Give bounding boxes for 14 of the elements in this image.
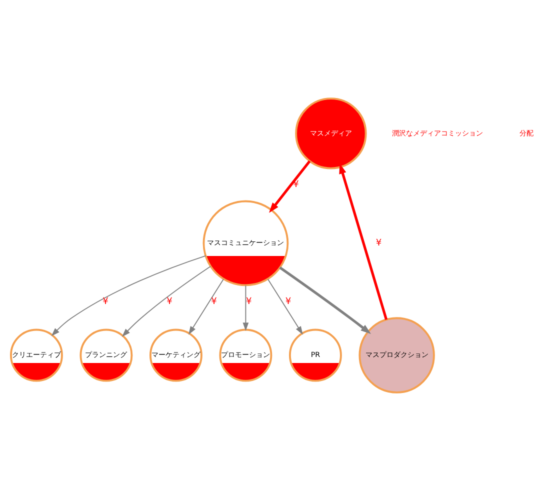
arrow — [51, 254, 206, 336]
arrow — [122, 265, 212, 336]
arrow — [242, 284, 249, 331]
edge-label: ¥ — [211, 296, 217, 307]
arrow — [269, 160, 311, 212]
edge-label: ¥ — [376, 238, 382, 248]
arrow — [339, 162, 388, 320]
arrow — [188, 278, 224, 334]
edge-label: ¥ — [102, 296, 108, 307]
edge-label: ¥ — [246, 296, 252, 307]
arrow — [267, 278, 303, 334]
edge-label: ¥ — [166, 296, 172, 307]
edge-label: ¥ — [285, 296, 292, 307]
arrow — [279, 266, 372, 334]
